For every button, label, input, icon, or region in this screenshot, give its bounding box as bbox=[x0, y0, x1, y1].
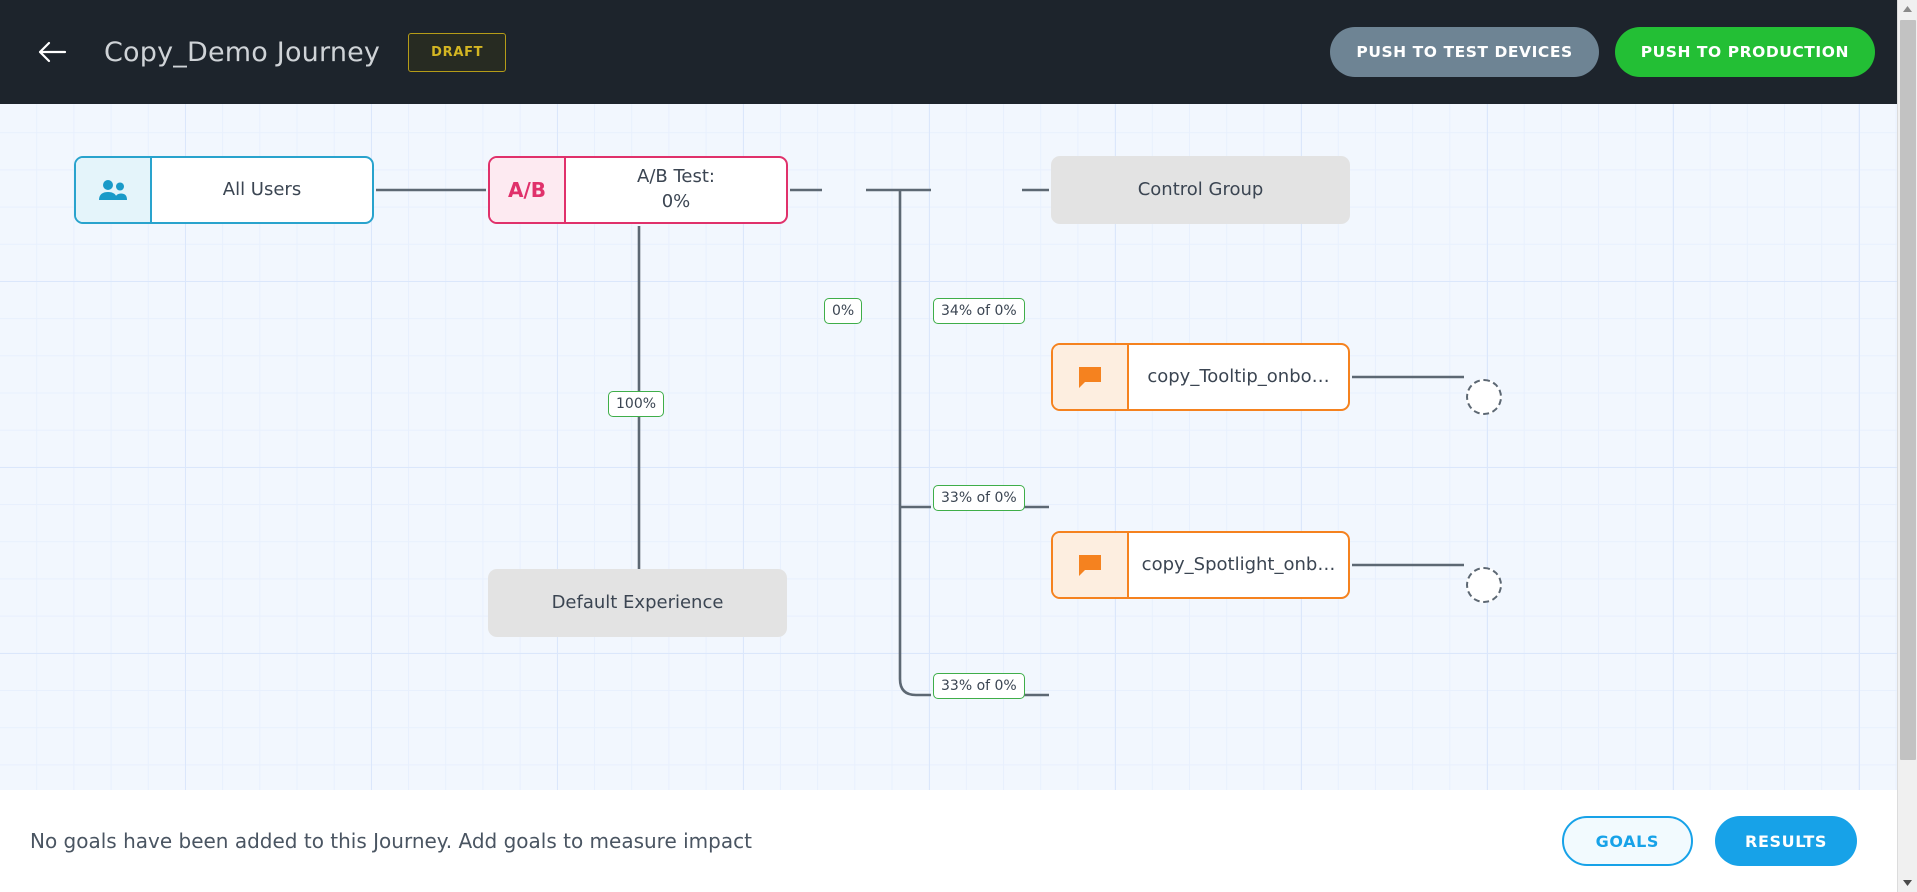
edge-badge-default-experience[interactable]: 100% bbox=[608, 391, 665, 417]
scrollbar-thumb[interactable] bbox=[1900, 20, 1916, 760]
node-copy-tooltip-onboarding[interactable]: copy_Tooltip_onbo… bbox=[1051, 343, 1350, 411]
back-arrow-icon[interactable] bbox=[30, 30, 74, 74]
node-copy-spotlight-onboarding[interactable]: copy_Spotlight_onb… bbox=[1051, 531, 1350, 599]
message-bubble-icon bbox=[1053, 345, 1129, 409]
journey-canvas[interactable]: All Users A/B A/B Test: 0% Control Group… bbox=[0, 104, 1897, 790]
node-ab-test[interactable]: A/B A/B Test: 0% bbox=[488, 156, 788, 224]
node-control-group[interactable]: Control Group bbox=[1051, 156, 1350, 224]
goals-bar: No goals have been added to this Journey… bbox=[0, 790, 1897, 892]
node-label: Control Group bbox=[1137, 179, 1264, 201]
ab-test-percent: 0% bbox=[661, 191, 691, 212]
goals-empty-message: No goals have been added to this Journey… bbox=[30, 829, 752, 853]
message-bubble-icon bbox=[1053, 533, 1129, 597]
push-to-test-devices-button[interactable]: PUSH TO TEST DEVICES bbox=[1330, 27, 1599, 77]
node-label: All Users bbox=[222, 179, 302, 201]
results-button[interactable]: RESULTS bbox=[1715, 816, 1857, 866]
vertical-scrollbar[interactable] bbox=[1897, 0, 1917, 892]
node-label: copy_Spotlight_onb… bbox=[1141, 554, 1336, 576]
page-title: Copy_Demo Journey bbox=[104, 36, 381, 68]
node-all-users[interactable]: All Users bbox=[74, 156, 374, 224]
ab-test-title: A/B Test: bbox=[637, 166, 715, 188]
ab-split-icon: A/B bbox=[490, 158, 566, 222]
push-to-production-button[interactable]: PUSH TO PRODUCTION bbox=[1614, 27, 1875, 77]
status-badge: DRAFT bbox=[408, 32, 507, 72]
node-default-experience[interactable]: Default Experience bbox=[488, 569, 787, 637]
scroll-down-arrow-icon[interactable] bbox=[1898, 874, 1917, 892]
node-label: Default Experience bbox=[551, 592, 724, 614]
node-label: copy_Tooltip_onbo… bbox=[1147, 366, 1330, 388]
endpoint-spotlight-add-node[interactable] bbox=[1466, 567, 1502, 603]
goals-button[interactable]: GOALS bbox=[1561, 816, 1694, 866]
edge-badge-tooltip[interactable]: 33% of 0% bbox=[933, 485, 1025, 511]
edge-badge-ab-output[interactable]: 0% bbox=[824, 298, 863, 324]
edge-badge-control-group[interactable]: 34% of 0% bbox=[933, 298, 1025, 324]
app-header: Copy_Demo Journey DRAFT PUSH TO TEST DEV… bbox=[0, 0, 1897, 104]
edge-badge-spotlight[interactable]: 33% of 0% bbox=[933, 673, 1025, 699]
scroll-up-arrow-icon[interactable] bbox=[1898, 0, 1917, 18]
node-label: A/B Test: 0% bbox=[566, 158, 786, 222]
people-icon bbox=[76, 158, 152, 222]
endpoint-tooltip-add-node[interactable] bbox=[1466, 379, 1502, 415]
